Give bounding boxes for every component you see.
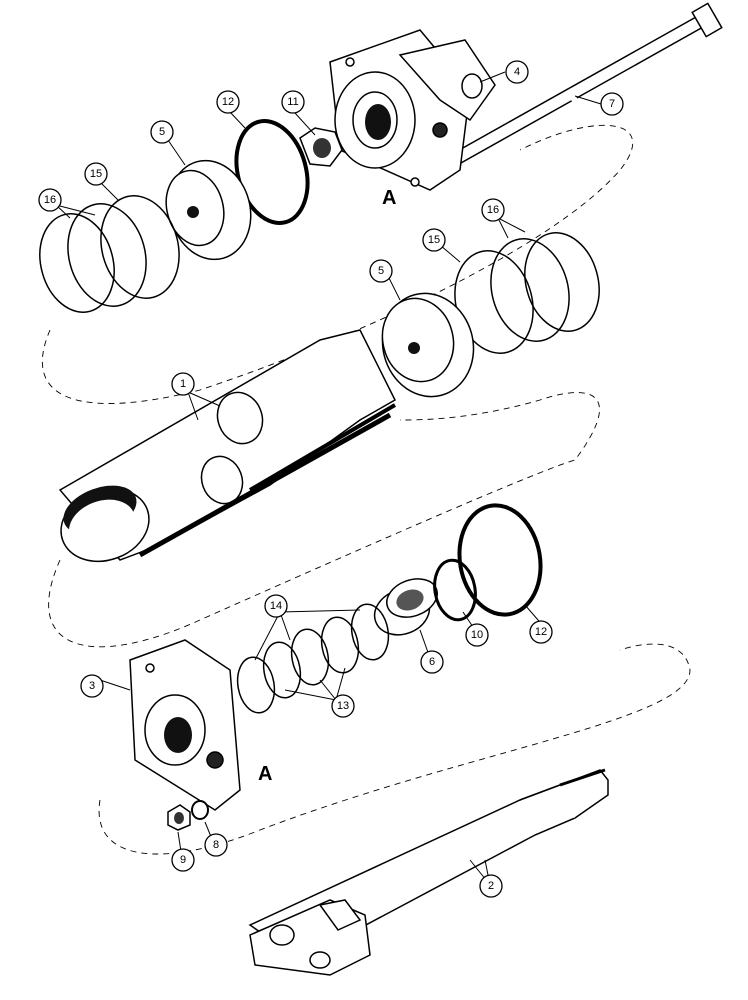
- gland-6: [373, 578, 438, 636]
- svg-text:16: 16: [487, 204, 499, 216]
- snap-ring-10: [433, 558, 477, 622]
- callout-7: 7: [600, 92, 624, 116]
- svg-text:12: 12: [222, 96, 234, 108]
- svg-text:15: 15: [428, 234, 440, 246]
- svg-text:12: 12: [535, 626, 547, 638]
- seal-set-top: [39, 195, 180, 313]
- letter-a-top: A: [382, 187, 396, 209]
- svg-text:9: 9: [180, 854, 186, 866]
- letter-a-bottom: A: [258, 763, 272, 785]
- dashed-outline-middle: [48, 392, 600, 648]
- head-cap: A: [329, 29, 496, 209]
- callout-5-top: 5: [150, 120, 174, 144]
- callout-5-right: 5: [369, 259, 393, 283]
- svg-text:3: 3: [89, 680, 95, 692]
- callout-10: 10: [465, 623, 489, 647]
- barrel: [58, 329, 397, 563]
- callout-6: 6: [420, 650, 444, 674]
- callout-12-top: 12: [216, 90, 240, 114]
- washer-8: [191, 800, 209, 820]
- callout-16-right: 16: [481, 198, 505, 222]
- callout-15-top: 15: [84, 162, 108, 186]
- rod-cap: A: [129, 639, 272, 811]
- svg-text:15: 15: [90, 168, 102, 180]
- callout-11: 11: [281, 90, 305, 114]
- callout-15-right: 15: [422, 228, 446, 252]
- callout-13: 13: [331, 694, 355, 718]
- nut-11: [299, 127, 343, 167]
- piston-top: [165, 159, 252, 261]
- callout-8: 8: [204, 833, 228, 857]
- piston-rod: [248, 768, 609, 976]
- svg-text:14: 14: [270, 600, 282, 612]
- svg-text:11: 11: [287, 96, 298, 108]
- tie-rod: [443, 2, 723, 169]
- callout-12-bottom: 12: [529, 620, 553, 644]
- piston-right: [381, 292, 475, 398]
- svg-text:5: 5: [378, 265, 384, 277]
- nut-9: [167, 804, 191, 831]
- svg-text:7: 7: [609, 98, 615, 110]
- svg-text:10: 10: [471, 629, 483, 641]
- svg-text:16: 16: [44, 194, 56, 206]
- svg-text:13: 13: [337, 700, 349, 712]
- svg-text:8: 8: [213, 839, 219, 851]
- ring-set-13-14: [236, 603, 390, 714]
- callout-3: 3: [80, 674, 104, 698]
- svg-text:2: 2: [488, 880, 494, 892]
- o-ring-12-bottom: [457, 503, 543, 617]
- callout-9: 9: [171, 848, 195, 872]
- callout-1: 1: [171, 372, 195, 396]
- callout-4: 4: [505, 60, 529, 84]
- callout-14: 14: [264, 594, 288, 618]
- svg-text:4: 4: [514, 66, 520, 78]
- svg-text:5: 5: [159, 126, 165, 138]
- callout-2: 2: [479, 874, 503, 898]
- svg-text:1: 1: [180, 378, 186, 390]
- svg-text:6: 6: [429, 656, 435, 668]
- callout-16-top: 16: [38, 188, 62, 212]
